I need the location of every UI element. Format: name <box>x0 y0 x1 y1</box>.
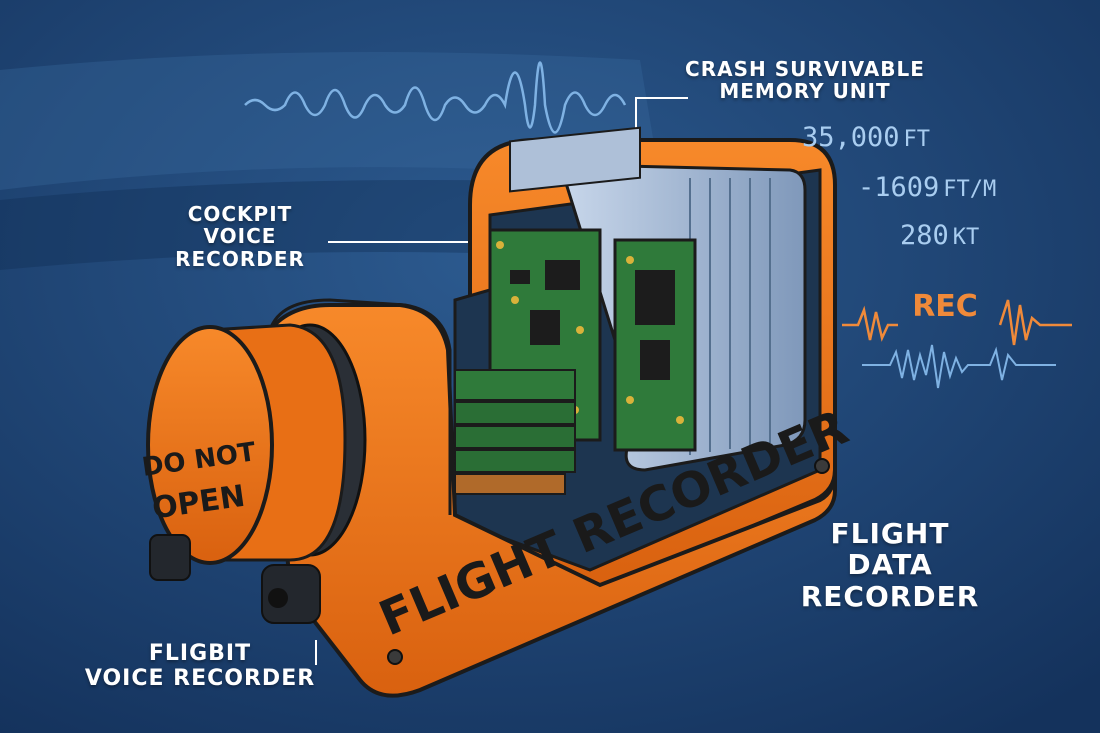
readout-airspeed-unit: KT <box>953 225 980 250</box>
mounting-knob-right <box>262 565 320 623</box>
readout-vertical-speed-value: -1609 <box>858 172 939 203</box>
label-fdr-line-3: RECORDER <box>790 581 990 612</box>
rec-label: REC <box>912 289 978 324</box>
underwater-locator-beacon <box>148 325 365 563</box>
label-fvr-line-2: VOICE RECORDER <box>80 667 320 692</box>
label-memory-unit-line-1: CRASH SURVIVABLE <box>670 58 940 80</box>
label-memory-unit: CRASH SURVIVABLE MEMORY UNIT <box>670 58 940 103</box>
label-cvr-line-1: COCKPIT VOICE <box>150 203 330 248</box>
readout-altitude-unit: FT <box>904 127 931 152</box>
label-flight-data-recorder: FLIGHT DATA RECORDER <box>790 518 990 612</box>
label-fdr-line-2: DATA <box>790 549 990 580</box>
screw-bottom <box>388 650 402 664</box>
label-cockpit-voice-recorder: COCKPIT VOICE RECORDER <box>150 203 330 270</box>
mounting-knob-left <box>150 535 190 580</box>
label-fdr-line-1: FLIGHT <box>790 518 990 549</box>
stacked-boards <box>455 370 575 494</box>
label-memory-unit-line-2: MEMORY UNIT <box>670 80 940 102</box>
readout-vertical-speed-unit: FT/M <box>943 177 996 202</box>
readout-altitude-value: 35,000 <box>802 122 900 153</box>
label-fvr-line-1: FLIGBIT <box>80 642 320 667</box>
circuit-board-rear <box>615 240 695 450</box>
label-voice-recorder-bottom: FLIGBIT VOICE RECORDER <box>80 642 320 691</box>
readout-airspeed-value: 280 <box>900 220 949 251</box>
label-cvr-line-2: RECORDER <box>150 248 330 270</box>
